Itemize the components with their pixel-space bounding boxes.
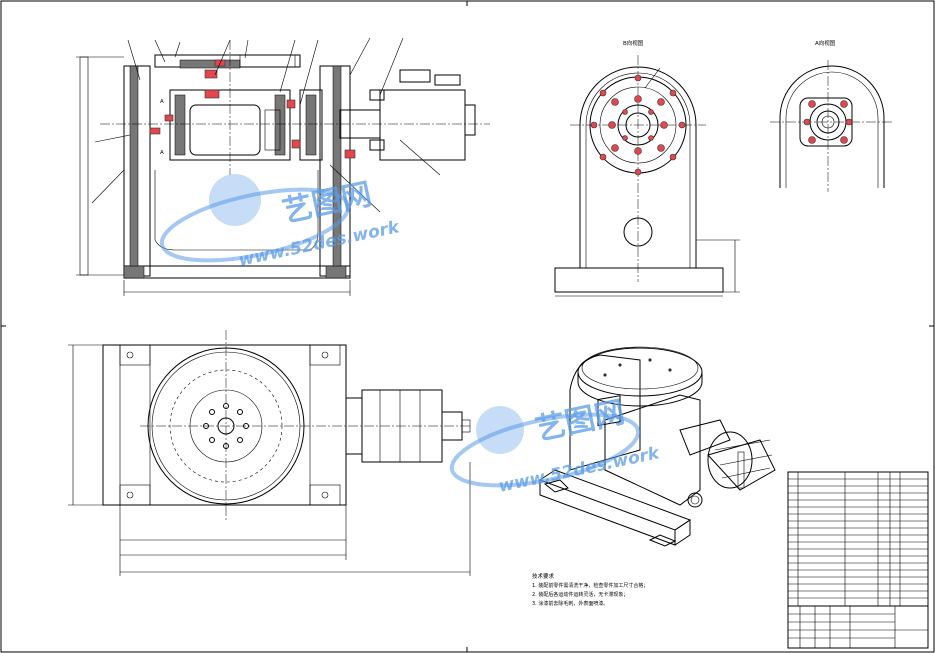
tech-req-title: 技术要求 (532, 572, 555, 580)
svg-text:www.52des.work: www.52des.work (497, 443, 663, 497)
a-view: A向视图 (770, 39, 892, 192)
b-view-title: B向视图 (623, 39, 644, 47)
tech-req-line-2: 2. 装配后各运动件运转灵活，无卡滞现象； (532, 591, 628, 598)
watermark-top: 艺图网 www.52des.work (159, 174, 403, 271)
svg-text:A: A (160, 99, 164, 105)
tech-req-line-3: 3. 涂漆前去除毛刺，外表面喷漆。 (532, 600, 608, 607)
title-block (787, 471, 929, 649)
a-view-title: A向视图 (815, 39, 836, 47)
isometric-view (538, 346, 776, 547)
technical-requirements: 技术要求 1. 装配前零件需清洗干净，检查零件加工尺寸合格； 2. 装配后各运动… (532, 572, 648, 607)
plan-view (68, 330, 471, 576)
svg-text:艺图网: 艺图网 (532, 395, 627, 448)
front-section-view: A A (76, 37, 490, 296)
b-view: B向视图 (554, 39, 740, 297)
svg-text:艺图网: 艺图网 (279, 177, 374, 230)
watermark-bottom: 艺图网 www.52des.work (449, 395, 663, 497)
svg-text:A: A (160, 150, 164, 156)
tech-req-line-1: 1. 装配前零件需清洗干净，检查零件加工尺寸合格； (532, 582, 648, 589)
